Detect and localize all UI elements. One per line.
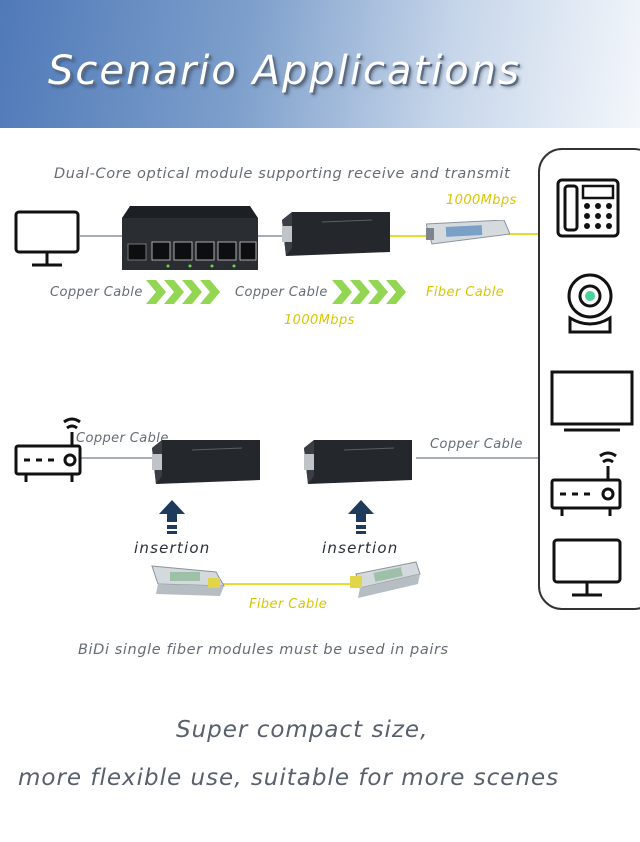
telephone-icon	[556, 178, 620, 238]
fiber-cable-label-2: Fiber Cable	[249, 597, 328, 612]
camera-icon	[567, 273, 613, 334]
router-icon	[550, 451, 622, 516]
page-title: Scenario Applications	[48, 48, 521, 94]
tv-icon	[550, 370, 634, 432]
sfp-module-icon	[350, 561, 421, 598]
arrow-up-icon	[159, 500, 185, 534]
copper-cable-label-3: Copper Cable	[76, 431, 169, 446]
sfp-module-icon	[151, 565, 225, 596]
copper-cable-label-2: Copper Cable	[235, 285, 328, 300]
insertion-label-left: insertion	[134, 539, 211, 557]
monitor-icon	[14, 210, 80, 267]
copper-cable-label-4: Copper Cable	[430, 437, 523, 452]
speed-label-bottom: 1000Mbps	[284, 313, 355, 328]
insertion-label-right: insertion	[322, 539, 399, 557]
footer-line-2: more flexible use, suitable for more sce…	[18, 765, 560, 791]
copper-cable-label-1: Copper Cable	[50, 285, 143, 300]
fiber-cable-label-1: Fiber Cable	[426, 285, 505, 300]
monitor-icon	[552, 538, 622, 597]
speed-label-top: 1000Mbps	[446, 193, 517, 208]
switch-icon	[122, 206, 258, 270]
chevron-arrows-icon	[332, 280, 406, 304]
sfp-module-icon	[426, 220, 510, 245]
media-converter-icon	[304, 440, 412, 484]
header-banner: Scenario Applications	[0, 0, 640, 128]
footer-line-1: Super compact size,	[176, 717, 429, 743]
arrow-up-icon	[348, 500, 374, 534]
chevron-arrows-icon	[146, 280, 220, 304]
media-converter-icon	[282, 212, 390, 256]
router-icon	[14, 417, 82, 482]
media-converter-icon	[152, 440, 260, 484]
scenario2-caption: BiDi single fiber modules must be used i…	[78, 642, 449, 658]
scenario1-caption: Dual-Core optical module supporting rece…	[54, 166, 511, 182]
